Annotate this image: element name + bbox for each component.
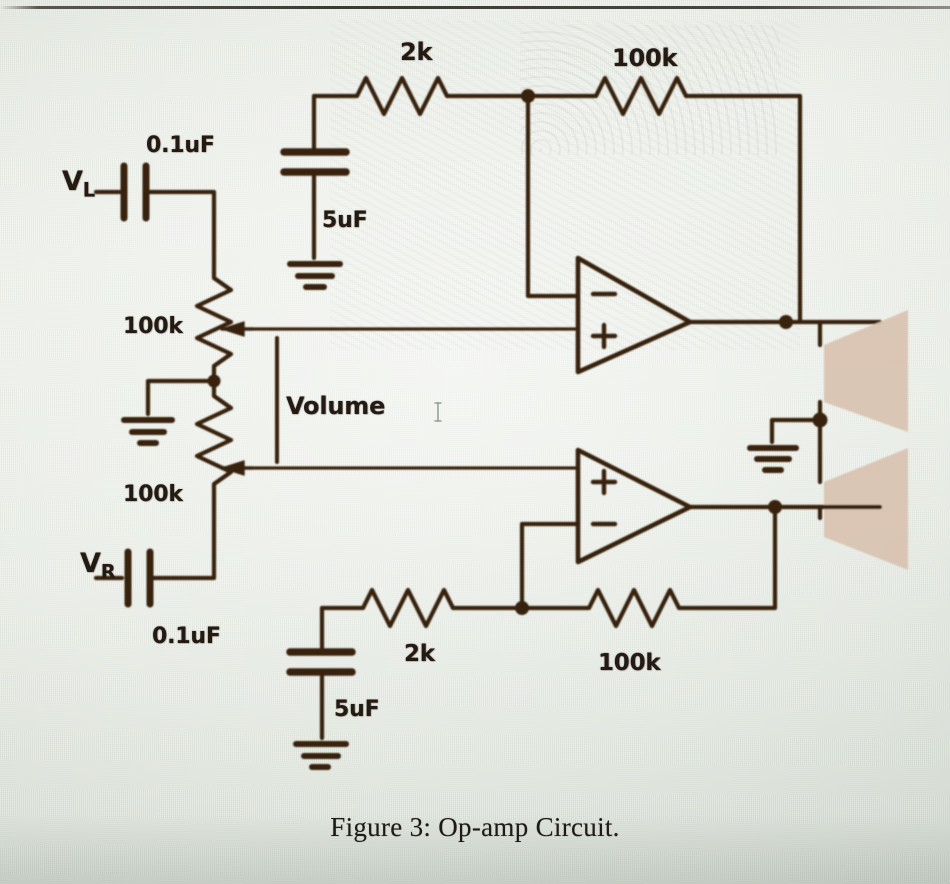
label-res-top-feedback-value: 100k [612,44,678,72]
resistor-bottom-100k-feedback [519,504,778,629]
node-speaker-ground [812,412,828,428]
label-source-left: VL [62,166,95,202]
label-res-bottom-feedback-value: 100k [598,650,661,676]
resistor-zigzag-2k-bottom [319,587,525,629]
page-top-edge-line [0,6,950,9]
input-right-branch [93,548,217,608]
pot-bottom-wiper [220,460,577,476]
resistor-top-100k-feedback [525,75,803,325]
wiper-arrowhead-top [221,321,245,337]
filter-cap-bottom [286,605,356,770]
label-cap-right-value: 0.1uF [152,624,221,649]
resistor-bottom-2k [319,587,525,629]
input-left-branch [93,162,217,275]
resistor-top-2k [311,75,531,117]
resistor-zigzag-100k-top [525,75,803,325]
label-res-bottom-series-value: 2k [404,641,435,667]
potentiometer-top [194,269,234,381]
filter-cap-top [280,93,350,290]
label-res-top-series-value: 2k [400,38,433,66]
label-volume: Volume [286,392,386,420]
ground-potentiometer-midpoint [121,378,217,446]
label-source-right: VR [80,548,116,584]
resistor-zigzag-pot-top [194,269,234,381]
wire-node-top-to-inverting [525,93,581,299]
wire-op-amp-bottom-inverting [519,521,581,611]
wire-vr-to-pot [149,553,217,581]
op-amp-bottom-triangle [575,447,693,565]
pot-top-wiper [220,321,577,337]
resistor-zigzag-100k-bottom [519,504,778,629]
label-pot-top-value: 100k [123,314,183,339]
wire-speaker-to-ground [769,417,823,445]
label-pot-bottom-value: 100k [123,482,183,507]
label-cap-top-filter-value: 5uF [322,208,368,233]
figure-caption: Figure 3: Op-amp Circuit. [330,812,620,842]
resistor-zigzag-2k-top [311,75,531,117]
node-pot-midpoint [207,374,221,388]
label-cap-bottom-filter-value: 5uF [334,697,380,722]
node-op-amp-top-output [779,315,793,329]
ground-speakers [747,399,823,485]
wire-vl-to-pot [145,189,217,275]
speaker-pair [824,310,908,570]
wiper-arrowhead-bottom [221,460,245,476]
potentiometer-bottom [194,381,234,559]
resistor-zigzag-pot-bottom [194,381,234,559]
speaker-top-cone [824,310,908,432]
label-cap-left-value: 0.1uF [146,133,215,158]
op-amp-top-triangle [575,255,693,375]
op-amp-bottom-symbol [575,447,883,565]
wire-pot-mid-to-ground [145,378,217,417]
